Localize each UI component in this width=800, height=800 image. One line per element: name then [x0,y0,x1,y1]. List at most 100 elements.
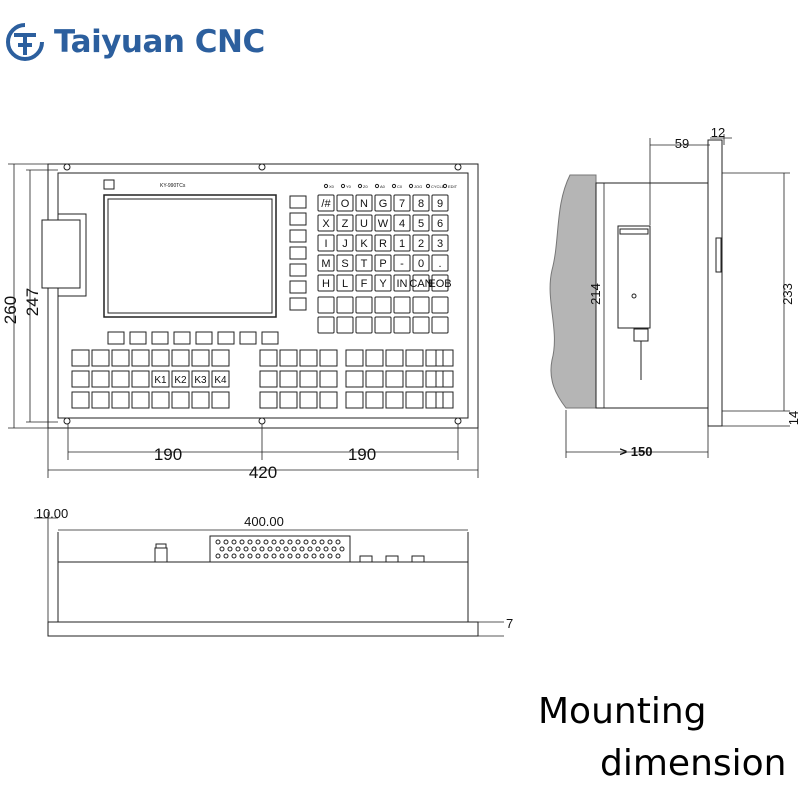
keypad-key[interactable] [431,194,449,212]
keypad-key[interactable] [355,194,373,212]
keypad-key[interactable] [374,254,392,272]
machine-key[interactable] [425,349,444,367]
function-key[interactable] [336,316,354,334]
machine-key[interactable] [405,349,424,367]
machine-key[interactable] [131,349,150,367]
machine-key[interactable] [279,391,298,409]
keypad-key[interactable] [393,234,411,252]
machine-key[interactable] [211,391,230,409]
keypad-key[interactable] [317,274,335,292]
bottom-softkey[interactable] [173,331,191,345]
machine-key[interactable] [259,349,278,367]
machine-key[interactable] [91,349,110,367]
machine-key[interactable] [111,349,130,367]
bottom-softkey[interactable] [107,331,125,345]
machine-key[interactable] [319,349,338,367]
keypad-key[interactable] [317,194,335,212]
machine-key[interactable] [405,370,424,388]
keypad-key[interactable] [317,214,335,232]
machine-key[interactable] [279,370,298,388]
keypad-key[interactable] [431,274,449,292]
machine-key[interactable] [319,370,338,388]
keypad-key[interactable] [317,234,335,252]
machine-key[interactable] [259,391,278,409]
machine-key[interactable] [279,349,298,367]
machine-key[interactable] [151,349,170,367]
machine-key[interactable] [91,370,110,388]
function-key[interactable] [317,316,335,334]
machine-key[interactable] [299,349,318,367]
machine-key[interactable] [259,370,278,388]
keypad-key[interactable] [412,214,430,232]
keypad-key[interactable] [431,234,449,252]
function-key[interactable] [317,296,335,314]
machine-key[interactable] [425,370,444,388]
function-key[interactable] [393,296,411,314]
keypad-key[interactable] [412,194,430,212]
keypad-key[interactable] [336,254,354,272]
keypad-key[interactable] [412,234,430,252]
machine-key[interactable] [91,391,110,409]
side-softkey[interactable] [289,246,307,260]
keypad-key[interactable] [336,194,354,212]
keypad-key[interactable] [431,214,449,232]
machine-key[interactable] [171,370,190,388]
bottom-softkey[interactable] [151,331,169,345]
keypad-key[interactable] [336,274,354,292]
keypad-key[interactable] [317,254,335,272]
machine-key[interactable] [385,349,404,367]
machine-key[interactable] [211,370,230,388]
function-key[interactable] [374,316,392,334]
side-softkey[interactable] [289,195,307,209]
machine-key[interactable] [435,349,454,367]
machine-key[interactable] [171,349,190,367]
machine-key[interactable] [365,370,384,388]
machine-key[interactable] [365,391,384,409]
function-key[interactable] [355,296,373,314]
keypad-key[interactable] [412,274,430,292]
keypad-key[interactable] [355,274,373,292]
keypad-key[interactable] [393,214,411,232]
machine-key[interactable] [299,391,318,409]
machine-key[interactable] [151,370,170,388]
function-key[interactable] [336,296,354,314]
keypad-key[interactable] [355,254,373,272]
keypad-key[interactable] [374,234,392,252]
machine-key[interactable] [151,391,170,409]
keypad-key[interactable] [374,274,392,292]
keypad-key[interactable] [431,254,449,272]
machine-key[interactable] [71,370,90,388]
function-key[interactable] [412,316,430,334]
machine-key[interactable] [385,391,404,409]
machine-key[interactable] [191,370,210,388]
machine-key[interactable] [71,349,90,367]
keypad-key[interactable] [336,234,354,252]
machine-key[interactable] [191,349,210,367]
machine-key[interactable] [435,391,454,409]
machine-key[interactable] [345,370,364,388]
machine-key[interactable] [191,391,210,409]
keypad-key[interactable] [374,194,392,212]
keypad-key[interactable] [393,274,411,292]
machine-key[interactable] [71,391,90,409]
side-softkey[interactable] [289,297,307,311]
function-key[interactable] [412,296,430,314]
machine-key[interactable] [131,391,150,409]
machine-key[interactable] [171,391,190,409]
machine-key[interactable] [385,370,404,388]
bottom-softkey[interactable] [195,331,213,345]
bottom-softkey[interactable] [217,331,235,345]
side-softkey[interactable] [289,280,307,294]
machine-key[interactable] [111,370,130,388]
machine-key[interactable] [435,370,454,388]
keypad-key[interactable] [355,214,373,232]
machine-key[interactable] [211,349,230,367]
function-key[interactable] [431,316,449,334]
function-key[interactable] [355,316,373,334]
machine-key[interactable] [131,370,150,388]
function-key[interactable] [431,296,449,314]
machine-key[interactable] [319,391,338,409]
side-softkey[interactable] [289,212,307,226]
bottom-softkey[interactable] [129,331,147,345]
keypad-key[interactable] [374,214,392,232]
